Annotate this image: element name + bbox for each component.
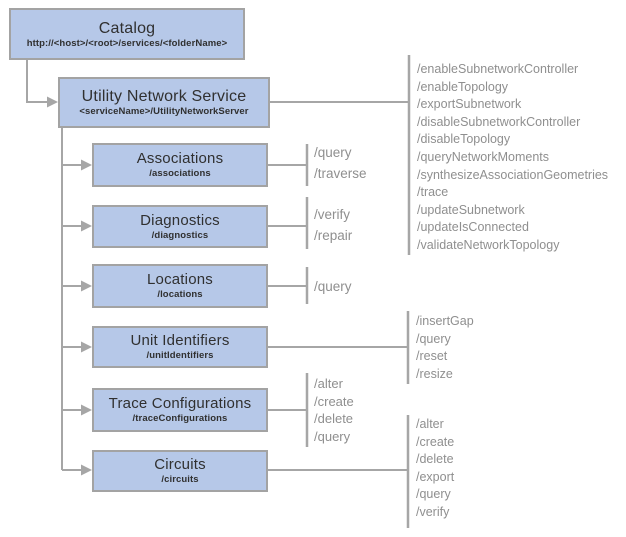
operation-item: /query xyxy=(314,279,352,294)
arrowhead-icon xyxy=(81,341,92,353)
operations-utility-network-service: /enableSubnetworkController /enableTopol… xyxy=(417,61,608,255)
operation-item: /insertGap xyxy=(416,314,474,328)
node-catalog: Catalog http://<host>/<root>/services/<f… xyxy=(9,8,245,60)
node-associations: Associations /associations xyxy=(92,143,268,187)
node-subtitle: /circuits xyxy=(161,474,199,485)
operation-item: /updateIsConnected xyxy=(417,220,529,235)
node-title: Utility Network Service xyxy=(81,88,247,105)
operations-circuits: /alter /create /delete /export /query /v… xyxy=(416,416,454,522)
node-title: Unit Identifiers xyxy=(130,332,230,349)
node-subtitle: http://<host>/<root>/services/<folderNam… xyxy=(26,37,228,49)
node-subtitle: /unitIdentifiers xyxy=(146,350,214,361)
node-title: Associations xyxy=(136,150,224,167)
arrowhead-icon xyxy=(81,464,92,476)
node-title: Trace Configurations xyxy=(108,395,252,412)
node-subtitle: /associations xyxy=(149,168,211,179)
operations-locations: /query xyxy=(314,276,352,297)
arrowhead-icon xyxy=(81,159,92,171)
node-title: Diagnostics xyxy=(140,211,220,229)
operation-item: /synthesizeAssociationGeometries xyxy=(417,167,609,182)
node-title: Catalog xyxy=(98,19,156,37)
operation-item: /disableSubnetworkController xyxy=(417,114,581,129)
operations-diagnostics: /verify /repair xyxy=(314,204,352,246)
node-title: Locations xyxy=(146,271,213,288)
arrowhead-icon xyxy=(81,404,92,416)
arrowhead-icon xyxy=(81,220,92,232)
operation-item: /trace xyxy=(417,185,449,200)
operation-item: /traverse xyxy=(314,166,367,181)
operation-item: /query xyxy=(416,487,451,502)
operation-item: /resize xyxy=(416,366,453,381)
operation-item: /queryNetworkMoments xyxy=(417,149,549,164)
operation-item: /delete xyxy=(314,411,354,426)
operation-item: /verify xyxy=(314,207,351,222)
operation-item: /disableTopology xyxy=(417,132,511,147)
operation-item: /updateSubnetwork xyxy=(417,202,525,217)
arrowhead-icon xyxy=(47,96,58,108)
operation-item: /query xyxy=(314,428,351,444)
operation-item: /create xyxy=(416,434,455,449)
node-unit-identifiers: Unit Identifiers /unitIdentifiers xyxy=(92,326,268,368)
operation-item: /enableSubnetworkController xyxy=(417,62,579,76)
node-subtitle: /traceConfigurations xyxy=(132,413,228,424)
operation-item: /validateNetworkTopology xyxy=(417,237,560,252)
node-subtitle: <serviceName>/UtilityNetworkServer xyxy=(79,106,249,117)
operation-item: /query xyxy=(416,331,451,346)
operation-item: /reset xyxy=(416,349,448,364)
operation-item: /exportSubnetwork xyxy=(417,97,522,112)
node-locations: Locations /locations xyxy=(92,264,268,308)
node-circuits: Circuits /circuits xyxy=(92,450,268,492)
operation-item: /verify xyxy=(416,504,450,519)
operation-item: /enableTopology xyxy=(417,79,509,94)
node-subtitle: /locations xyxy=(157,289,203,300)
arrowhead-icon xyxy=(81,280,92,292)
operations-trace-configurations: /alter /create /delete /query xyxy=(314,375,354,445)
node-trace-configurations: Trace Configurations /traceConfiguration… xyxy=(92,388,268,432)
operation-item: /alter xyxy=(416,417,444,431)
operation-item: /create xyxy=(314,393,354,409)
operations-unit-identifiers: /insertGap /query /reset /resize xyxy=(416,313,474,383)
operations-associations: /query /traverse xyxy=(314,142,367,184)
operation-item: /delete xyxy=(416,452,454,467)
operation-item: /export xyxy=(416,469,455,484)
node-diagnostics: Diagnostics /diagnostics xyxy=(92,205,268,248)
node-utility-network-service: Utility Network Service <serviceName>/Ut… xyxy=(58,77,270,128)
operation-item: /alter xyxy=(314,376,343,391)
node-subtitle: /diagnostics xyxy=(151,229,209,241)
node-title: Circuits xyxy=(154,456,206,473)
operation-item: /query xyxy=(314,145,352,160)
operation-item: /repair xyxy=(314,228,353,243)
